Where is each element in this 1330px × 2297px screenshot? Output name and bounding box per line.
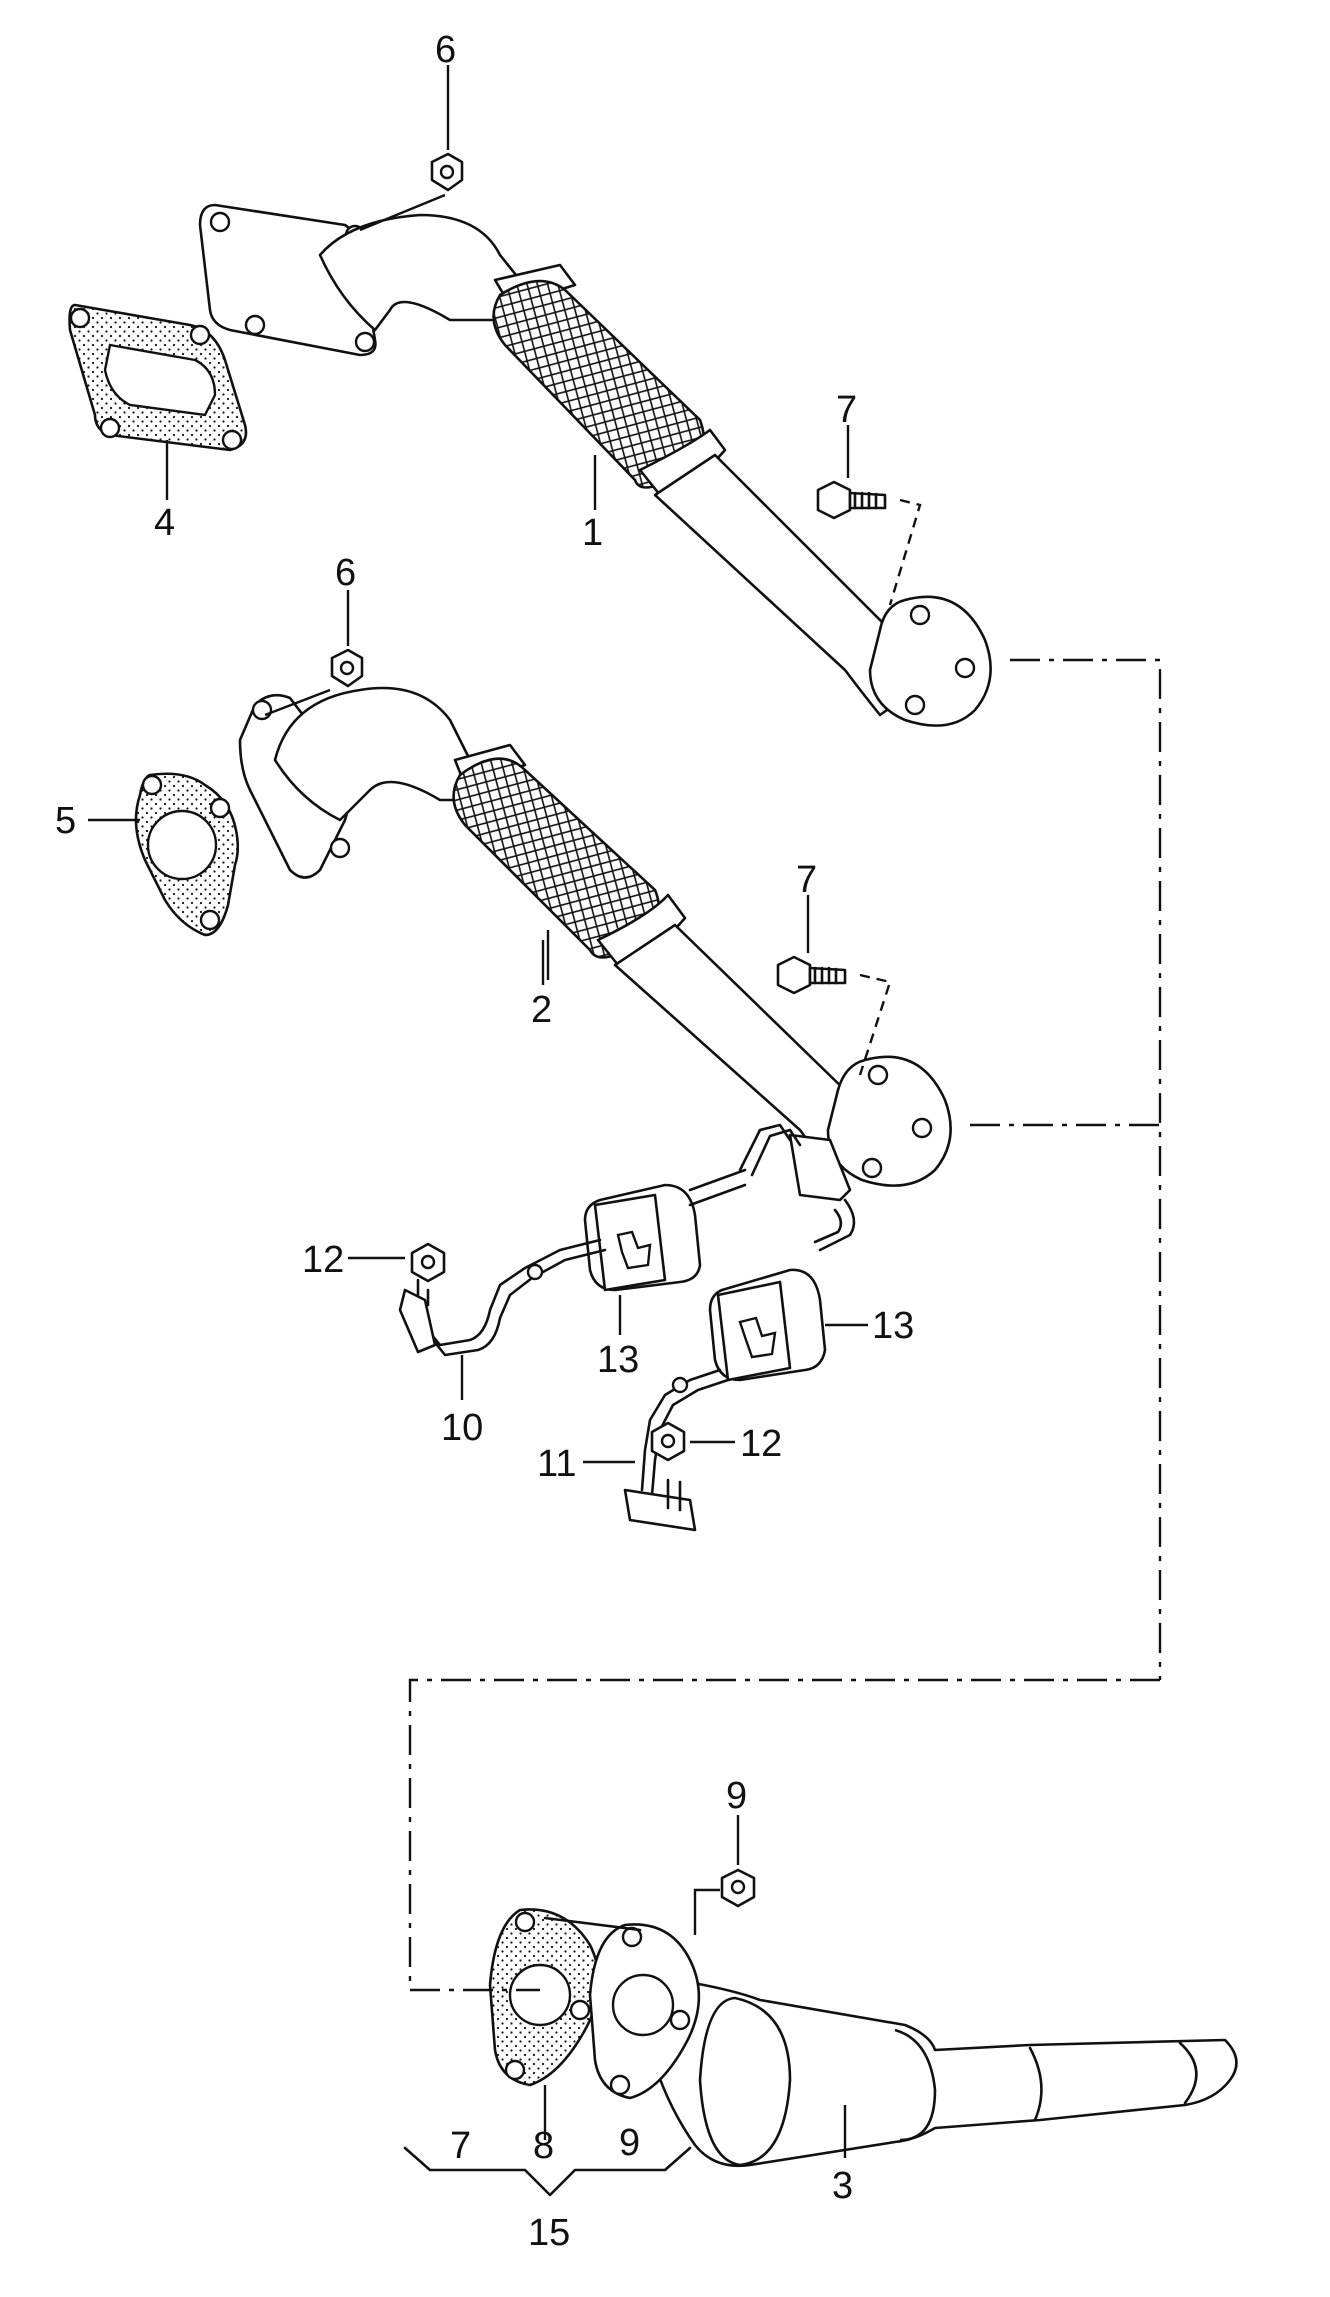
nut-9 <box>693 1868 756 1935</box>
gasket-8 <box>488 1908 601 2087</box>
label-part-6-top: 6 <box>435 29 456 71</box>
bolt-7-top <box>816 480 922 606</box>
label-part-7-bottom: 7 <box>450 2125 471 2167</box>
bracket-11 <box>623 1368 730 1532</box>
label-part-8: 8 <box>533 2125 554 2167</box>
label-part-2: 2 <box>531 989 552 1031</box>
label-part-9-bottom: 9 <box>619 2122 640 2164</box>
label-part-6-middle: 6 <box>335 552 356 594</box>
leader-lines <box>88 65 868 2197</box>
label-part-3: 3 <box>832 2165 853 2207</box>
nut-12-right <box>650 1421 686 1462</box>
label-part-7-middle: 7 <box>796 859 817 901</box>
label-part-1: 1 <box>582 512 603 554</box>
nut-6-middle <box>264 648 364 717</box>
label-part-4: 4 <box>154 502 175 544</box>
label-part-11: 11 <box>537 1443 576 1485</box>
label-part-5: 5 <box>55 800 76 842</box>
gasket-4 <box>68 303 248 452</box>
nut-12-left <box>410 1242 446 1283</box>
rubber-mount-13-right <box>708 1268 827 1382</box>
label-part-12-right: 12 <box>740 1423 782 1465</box>
label-part-13-left: 13 <box>597 1339 639 1381</box>
exhaust-pipe-1 <box>198 203 992 727</box>
converter-flange <box>543 1916 701 2100</box>
bolt-7-middle <box>776 955 892 1076</box>
catalytic-converter-3 <box>638 1973 1238 2168</box>
connection-lines <box>408 658 1162 1992</box>
label-part-15: 15 <box>528 2212 570 2254</box>
gasket-5 <box>134 772 240 937</box>
label-part-9-top: 9 <box>726 1775 747 1817</box>
nut-6-top <box>359 152 464 232</box>
part-labels: 6 4 1 7 6 5 7 2 12 13 13 10 11 12 9 7 8 … <box>55 29 914 2254</box>
bracket-10 <box>398 1238 607 1357</box>
rubber-mount-13-left <box>583 1168 747 1292</box>
label-part-12-left: 12 <box>302 1239 344 1281</box>
exhaust-pipe-2 <box>238 686 952 1252</box>
label-part-13-right: 13 <box>872 1305 914 1347</box>
label-part-7-top: 7 <box>836 389 857 431</box>
label-part-10: 10 <box>441 1407 483 1449</box>
